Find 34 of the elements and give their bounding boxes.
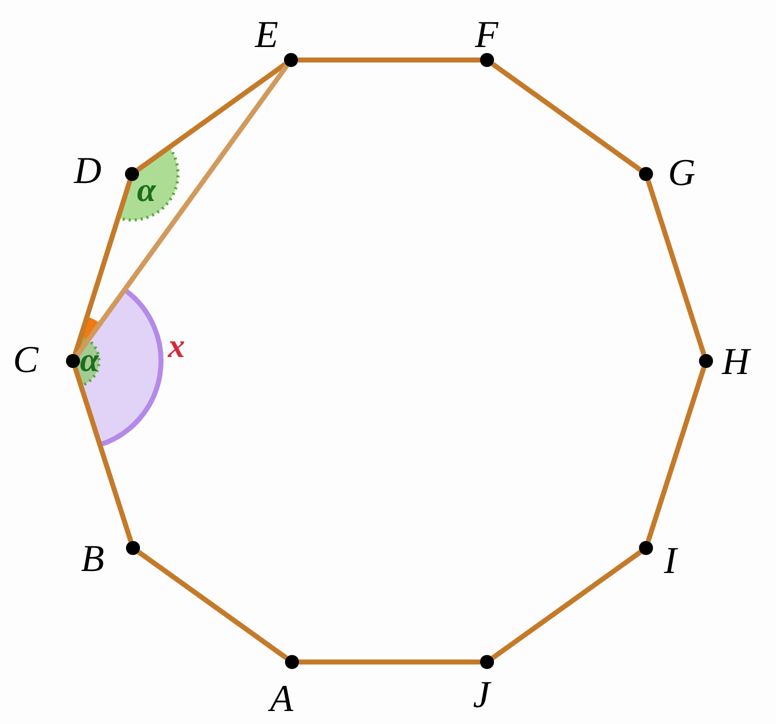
polygon-side — [491, 550, 642, 660]
angle-label: x — [168, 330, 185, 364]
polygon-side — [298, 58, 480, 62]
polygon-side — [646, 366, 706, 542]
vertex-point — [699, 354, 713, 368]
vertex-label: F — [475, 16, 498, 54]
vertex-point — [639, 167, 653, 181]
vertex-point — [480, 655, 494, 669]
vertex-label: E — [255, 16, 278, 54]
vertex-label: I — [664, 542, 677, 580]
vertex-point — [639, 541, 653, 555]
vertex-point — [284, 53, 298, 67]
vertex-point — [480, 53, 494, 67]
polygon-side — [137, 550, 288, 660]
polygon-side — [491, 62, 642, 172]
polygon-side — [72, 180, 132, 356]
vertex-label: C — [13, 341, 38, 379]
angle-label: α — [80, 344, 99, 378]
vertex-point — [125, 167, 139, 181]
polygon-side — [136, 62, 287, 172]
vertex-label: H — [722, 343, 750, 381]
polygon-side — [75, 64, 289, 357]
polygon-side — [299, 660, 480, 664]
vertex-label: D — [74, 152, 102, 190]
vertex-point — [126, 541, 140, 555]
angle-label: α — [137, 174, 156, 208]
polygon-side — [72, 366, 134, 542]
polygon-side — [646, 180, 706, 356]
vertex-label: B — [81, 540, 104, 578]
vertex-label: A — [270, 680, 294, 718]
vertex-label: J — [473, 676, 490, 714]
vertex-label: G — [668, 154, 696, 192]
vertex-point — [66, 354, 80, 368]
vertex-point — [285, 655, 299, 669]
